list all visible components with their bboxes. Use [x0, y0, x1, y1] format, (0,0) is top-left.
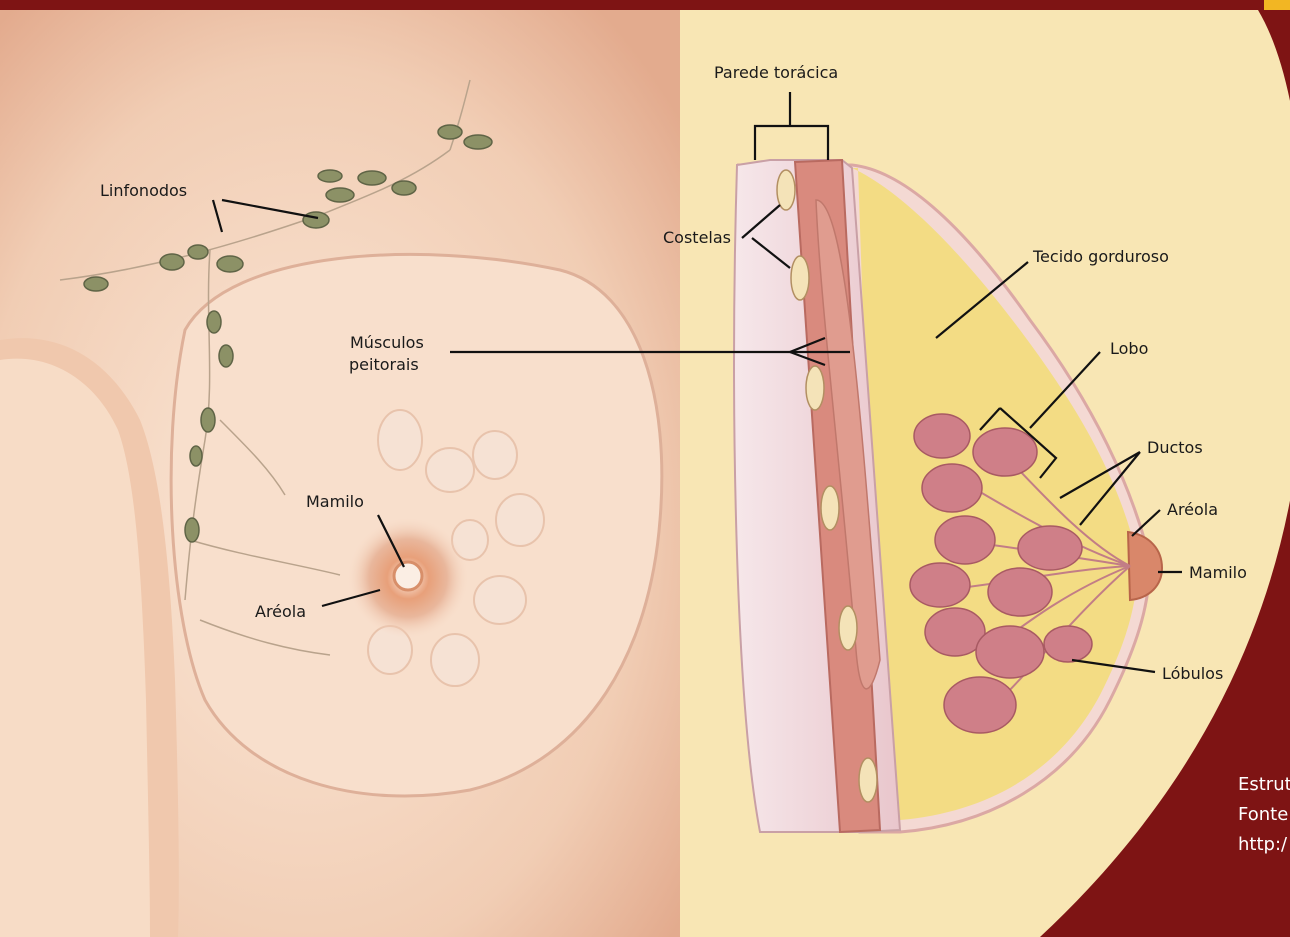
label-ductos: Ductos	[1147, 438, 1203, 457]
label-musculos-1: Músculos	[350, 333, 424, 352]
label-lobulos: Lóbulos	[1162, 664, 1223, 683]
nipple-left	[394, 562, 422, 590]
label-areola-right: Aréola	[1167, 500, 1218, 519]
caption-line-1: Estrut	[1238, 774, 1290, 795]
corner-accent	[1264, 0, 1290, 10]
label-tecido-gorduroso: Tecido gorduroso	[1032, 247, 1169, 266]
label-lobo: Lobo	[1110, 339, 1148, 358]
label-mamilo-left: Mamilo	[306, 492, 364, 511]
label-musculos-2: peitorais	[349, 355, 419, 374]
label-parede-toracica: Parede torácica	[714, 63, 838, 82]
label-costelas: Costelas	[663, 228, 731, 247]
label-mamilo-right: Mamilo	[1189, 563, 1247, 582]
caption-line-2: Fonte	[1238, 804, 1288, 825]
caption-line-3: http:/	[1238, 834, 1288, 855]
label-linfonodos: Linfonodos	[100, 181, 187, 200]
label-areola-left: Aréola	[255, 602, 306, 621]
